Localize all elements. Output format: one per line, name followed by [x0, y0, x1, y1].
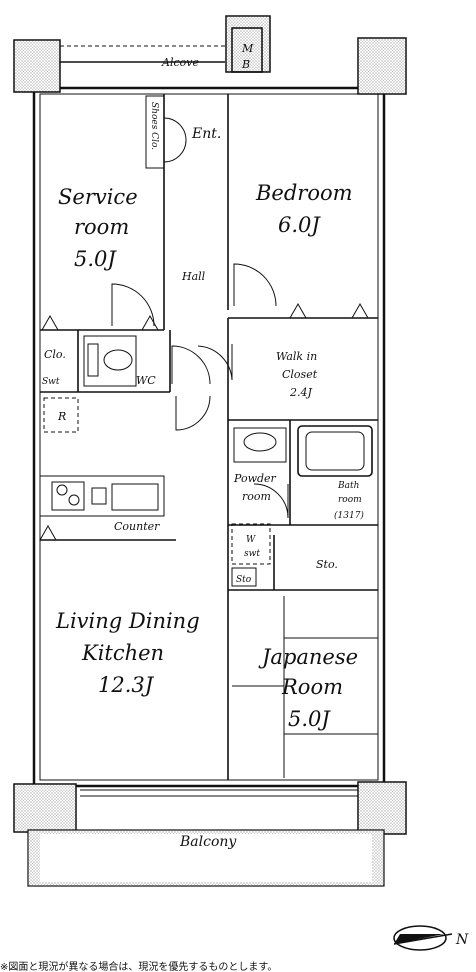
- compass-icon: [393, 925, 453, 951]
- structural-columns: [13, 15, 407, 835]
- bath-room-label-3: (1317): [334, 510, 364, 521]
- wc-label: WC: [136, 374, 156, 387]
- japanese-room-label-2: Room: [281, 675, 343, 699]
- bath-room-label-1: Bath: [337, 481, 359, 491]
- ldk-label-1: Living Dining: [55, 609, 200, 633]
- mb-label-b: B: [241, 58, 250, 71]
- refrigerator-label: R: [57, 410, 66, 423]
- service-room-label-3: 5.0J: [74, 247, 117, 271]
- bedroom-label-2: 6.0J: [278, 213, 321, 237]
- bath-fixtures: [231, 425, 373, 565]
- bedroom-label-1: Bedroom: [255, 181, 353, 205]
- closet-label: Clo.: [44, 348, 66, 361]
- balcony-area: [27, 789, 385, 887]
- service-room-label-2: room: [74, 215, 129, 239]
- japanese-room-label-3: 5.0J: [288, 707, 331, 731]
- washer-label-1: W: [246, 535, 256, 545]
- powder-room-label-2: room: [242, 490, 271, 503]
- walk-in-closet-label-1: Walk in: [276, 350, 317, 363]
- japanese-room-label-1: Japanese: [258, 645, 358, 669]
- ldk-label-2: Kitchen: [81, 641, 164, 665]
- shoes-closet-label: Shoes Clo.: [149, 102, 159, 150]
- wc-fixtures: [83, 335, 137, 387]
- refrigerator-space: [43, 397, 79, 433]
- storage-small-label: Sto: [236, 575, 252, 585]
- alcove-label: Alcove: [161, 56, 199, 69]
- washer-label-2: swt: [244, 549, 260, 559]
- powder-room-label-1: Powder: [233, 472, 277, 485]
- shoes-closet-outline: [145, 95, 165, 169]
- triangle-markers: [39, 302, 369, 541]
- mb-label-m: M: [241, 42, 254, 55]
- storage-label: Sto.: [316, 558, 338, 571]
- exterior-walls: [32, 45, 386, 788]
- counter-label: Counter: [114, 520, 160, 533]
- ldk-label-3: 12.3J: [98, 673, 155, 697]
- kitchen-counter: [39, 475, 165, 517]
- tatami-lines: [232, 596, 378, 778]
- balcony-label: Balcony: [179, 834, 237, 850]
- storage-small-outline: [231, 567, 257, 587]
- bath-room-label-2: room: [338, 495, 362, 505]
- hall-label: Hall: [181, 270, 206, 283]
- entrance-label: Ent.: [191, 126, 221, 142]
- switch-label: Swt: [42, 377, 60, 387]
- walk-in-closet-label-2: Closet: [282, 368, 318, 381]
- meter-box: [231, 27, 263, 73]
- service-room-label-1: Service: [58, 185, 138, 209]
- walk-in-closet-label-3: 2.4J: [289, 386, 312, 399]
- footnote-text: ※図面と現況が異なる場合は、現況を優先するものとします。: [0, 962, 278, 972]
- door-swings: [111, 117, 289, 519]
- compass-north-label: N: [455, 932, 469, 948]
